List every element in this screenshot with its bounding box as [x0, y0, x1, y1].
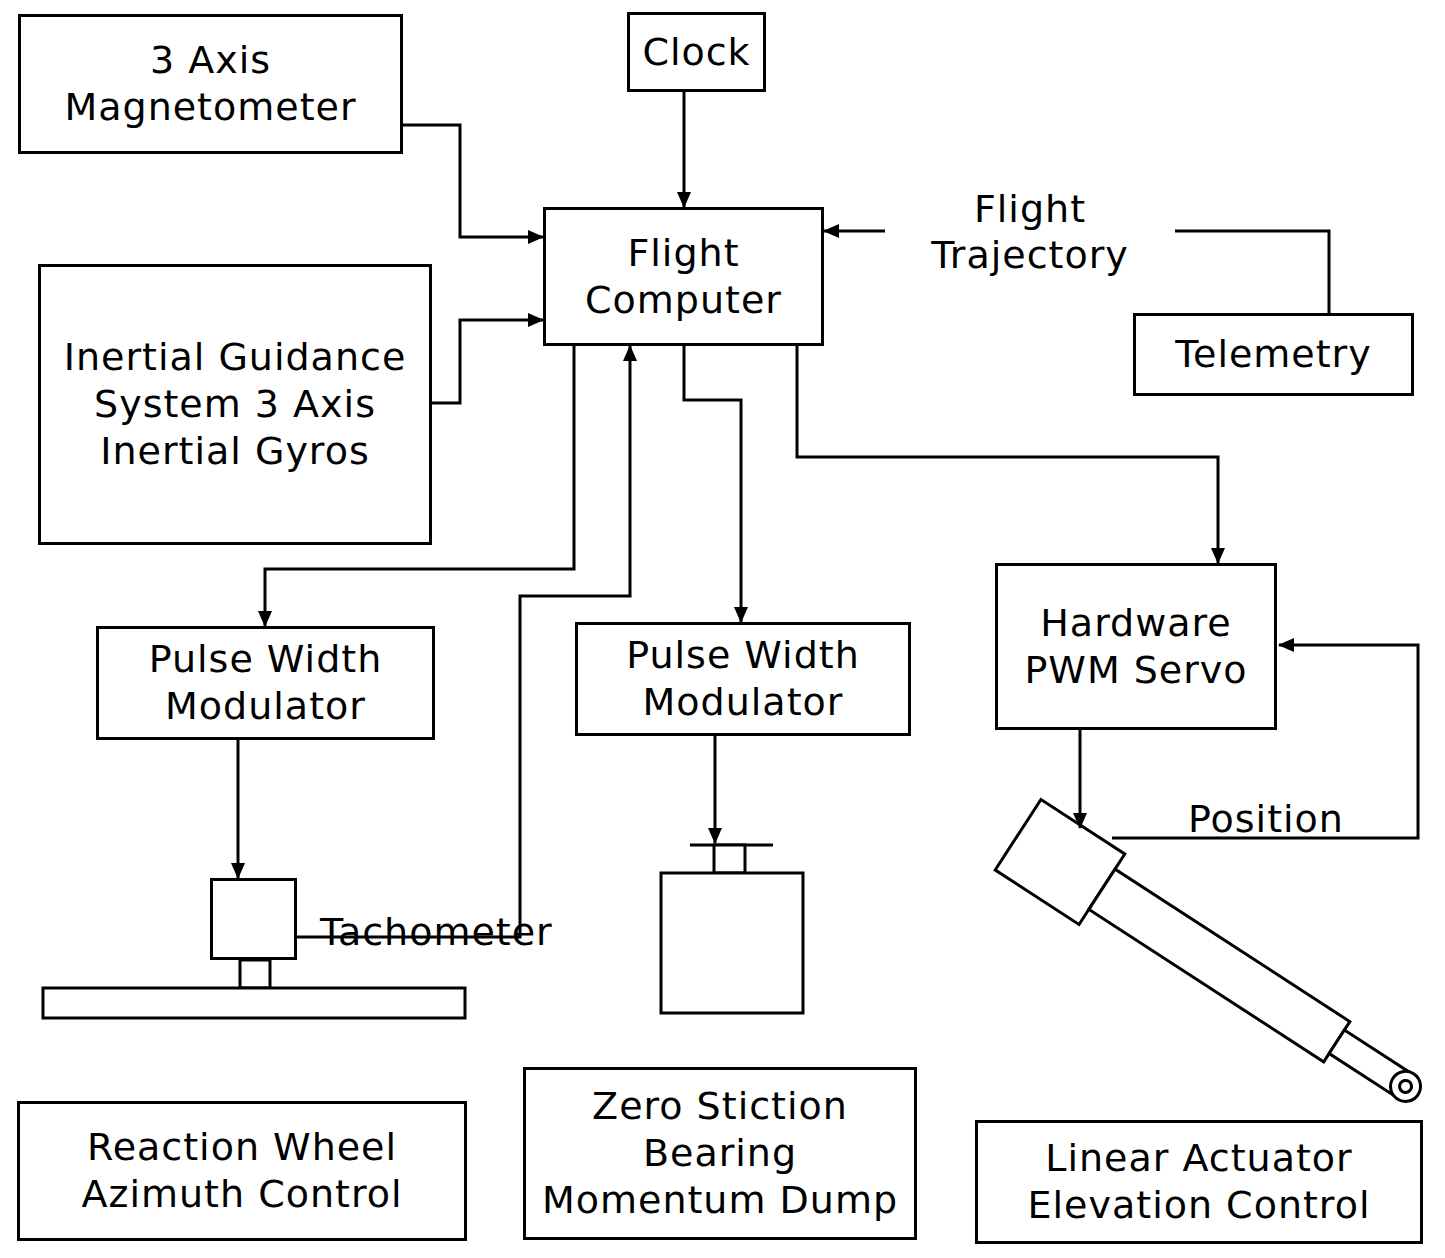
node-text: Flight Computer	[555, 230, 812, 324]
tachometer-box: Tachometer	[210, 878, 297, 960]
node-text: Hardware PWM Servo	[1007, 600, 1265, 694]
telemetry-box: Telemetry	[1133, 313, 1414, 396]
node-text: Reaction Wheel Azimuth Control	[29, 1124, 455, 1218]
bearing-shaft	[714, 845, 745, 873]
sensor-box: 3 Axis Magnetometer	[18, 14, 403, 154]
clock-box: Clock	[627, 12, 766, 92]
computer-box: Flight Computer	[543, 207, 824, 346]
modulator-box: Pulse Width Modulator	[575, 622, 911, 736]
node-text: 3 Axis Magnetometer	[30, 37, 391, 131]
node-text: Inertial Guidance System 3 Axis Inertial…	[50, 334, 420, 475]
drive-arrow	[1079, 730, 1082, 828]
node-text: Zero Stiction Bearing Momentum Dump	[535, 1083, 905, 1224]
modulator-box: Pulse Width Modulator	[96, 626, 435, 740]
reaction-wheel	[43, 988, 465, 1018]
signal-connector	[403, 125, 543, 237]
linear-actuator	[995, 800, 1441, 1130]
signal-connector	[683, 92, 686, 207]
caption-box: Reaction Wheel Azimuth Control	[17, 1101, 467, 1241]
signal-connector	[237, 740, 240, 878]
edge-label: Flight Trajectory	[885, 186, 1175, 278]
drive-arrow	[714, 734, 717, 843]
node-text: Tachometer	[320, 910, 553, 954]
node-text: Pulse Width Modulator	[108, 636, 423, 730]
node-text: Pulse Width Modulator	[587, 632, 899, 726]
servo-box: Hardware PWM Servo	[995, 563, 1277, 730]
node-text: Clock	[642, 29, 750, 76]
node-text: Telemetry	[1175, 331, 1371, 378]
wheel-shaft	[240, 960, 270, 988]
bearing-motor	[661, 873, 803, 1013]
signal-connector	[684, 346, 741, 622]
caption-box: Linear Actuator Elevation Control	[975, 1120, 1423, 1244]
signal-connector	[432, 320, 543, 403]
signal-label: Position	[1188, 796, 1344, 842]
caption-box: Zero Stiction Bearing Momentum Dump	[523, 1067, 917, 1240]
guidance-box: Inertial Guidance System 3 Axis Inertial…	[38, 264, 432, 545]
node-text: Linear Actuator Elevation Control	[987, 1135, 1411, 1229]
